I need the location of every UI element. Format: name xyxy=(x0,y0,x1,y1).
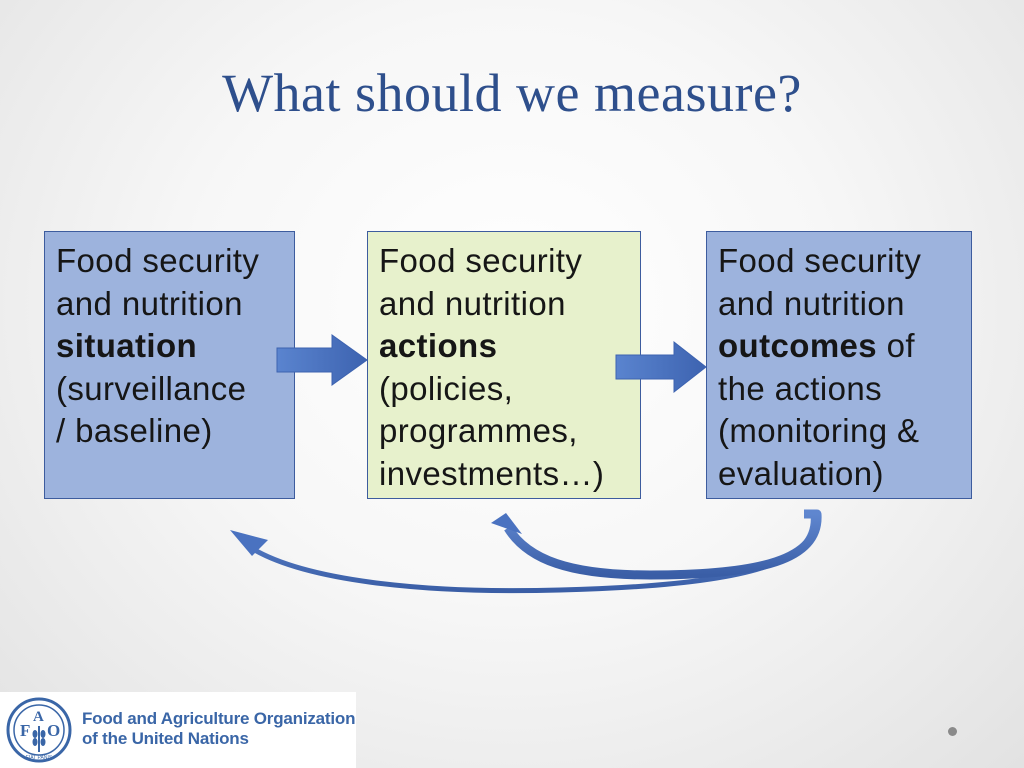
right-arrow-icon xyxy=(276,334,368,386)
organization-name: Food and Agriculture Organization of the… xyxy=(82,709,355,749)
box-keyword: actions xyxy=(379,327,498,364)
box-line: evaluation) xyxy=(718,454,884,492)
box-line: the actions xyxy=(718,369,883,407)
slide-indicator-dot xyxy=(948,727,957,736)
box-line: Food security xyxy=(379,242,583,279)
box-line: / baseline) xyxy=(56,412,213,449)
emblem-letter: A xyxy=(33,709,44,725)
emblem-letter: F xyxy=(20,721,30,740)
emblem-motto: FIAT PANIS xyxy=(26,755,53,761)
box-line: Food security xyxy=(56,242,260,279)
box-line: (monitoring & xyxy=(718,412,920,449)
actions-box: Food security and nutrition actions (pol… xyxy=(367,231,641,499)
slide-title: What should we measure? xyxy=(222,63,802,123)
box-line: (surveillance xyxy=(56,369,247,407)
box-line: and nutrition xyxy=(379,284,566,322)
box-keyword-suffix: of xyxy=(877,327,915,364)
box-line: Food security xyxy=(718,242,922,279)
right-arrow-icon xyxy=(615,340,707,394)
box-line: and nutrition xyxy=(718,284,905,322)
box-line: investments…) xyxy=(379,454,605,492)
fao-logo: F A O FIAT PANIS Food and Agriculture Or… xyxy=(0,692,356,768)
organization-name-line: of the United Nations xyxy=(82,729,249,748)
feedback-arrow-to-actions-icon xyxy=(504,509,822,580)
box-line: programmes, xyxy=(379,412,578,449)
fao-emblem-icon: F A O FIAT PANIS xyxy=(6,697,72,763)
arrowhead-icon xyxy=(491,513,522,534)
outcomes-box: Food security and nutrition outcomes of … xyxy=(706,231,972,499)
emblem-letter: O xyxy=(47,721,60,740)
box-keyword: situation xyxy=(56,327,198,364)
organization-name-line: Food and Agriculture Organization xyxy=(82,709,356,728)
box-keyword: outcomes xyxy=(718,327,878,364)
box-line: and nutrition xyxy=(56,284,243,322)
situation-box: Food security and nutrition situation (s… xyxy=(44,231,295,499)
arrowhead-icon xyxy=(230,530,268,556)
box-line: (policies, xyxy=(379,369,514,407)
